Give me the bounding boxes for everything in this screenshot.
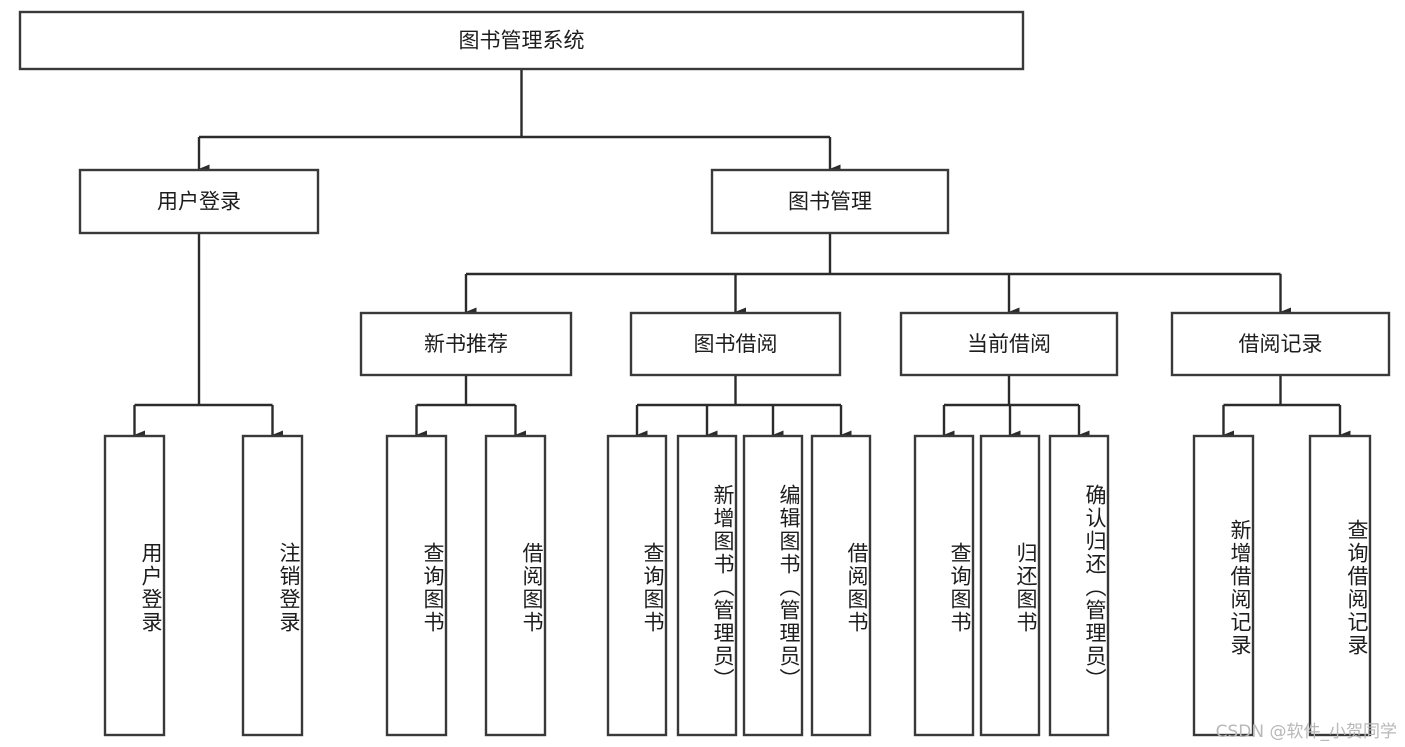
node-user-login[interactable]: 用户登录 <box>78 168 320 235</box>
node-outline <box>810 434 872 737</box>
watermark-text: CSDN @软件_小贺同学 <box>1215 722 1397 742</box>
node-outline <box>1192 434 1255 737</box>
node-outline <box>18 10 1025 71</box>
node-outline <box>676 434 738 737</box>
node-label: 图书管理 <box>788 190 872 214</box>
node-leaf-add-book[interactable] <box>676 434 738 737</box>
node-label: 新书推荐 <box>424 332 508 356</box>
node-leaf-confirm-return[interactable] <box>1048 434 1110 737</box>
node-leaf-edit-book[interactable] <box>742 434 804 737</box>
node-label: 当前借阅 <box>967 332 1051 356</box>
node-outline <box>913 434 975 737</box>
node-outline <box>484 434 547 737</box>
node-outline <box>103 434 166 737</box>
node-leaf-query-book-1[interactable] <box>385 434 448 737</box>
node-leaf-user-login[interactable] <box>103 434 166 737</box>
node-leaf-add-record[interactable] <box>1192 434 1255 737</box>
node-leaf-logout[interactable] <box>241 434 304 737</box>
node-leaf-query-book-2[interactable] <box>606 434 668 737</box>
node-book-borrow[interactable]: 图书借阅 <box>629 311 842 377</box>
node-label: 借阅记录 <box>1239 332 1323 356</box>
node-outline <box>385 434 448 737</box>
node-outline <box>606 434 668 737</box>
node-outline <box>241 434 304 737</box>
node-outline <box>1308 434 1372 737</box>
node-label: 图书管理系统 <box>459 29 585 53</box>
node-leaf-borrow-book-1[interactable] <box>484 434 547 737</box>
node-new-book-rec[interactable]: 新书推荐 <box>359 311 573 377</box>
node-root-root[interactable]: 图书管理系统 <box>18 10 1025 71</box>
node-outline <box>1170 311 1391 377</box>
node-book-manage[interactable]: 图书管理 <box>710 168 950 235</box>
node-outline <box>78 168 320 235</box>
node-label: 图书借阅 <box>694 332 778 356</box>
edges-layer <box>133 69 1351 440</box>
node-borrow-record[interactable]: 借阅记录 <box>1170 311 1391 377</box>
node-outline <box>359 311 573 377</box>
node-leaf-query-book-3[interactable] <box>913 434 975 737</box>
node-outline <box>979 434 1041 737</box>
node-current-borrow[interactable]: 当前借阅 <box>899 311 1119 377</box>
node-leaf-borrow-book-2[interactable] <box>810 434 872 737</box>
node-leaf-return-book[interactable] <box>979 434 1041 737</box>
node-outline <box>899 311 1119 377</box>
node-outline <box>1048 434 1110 737</box>
node-label: 用户登录 <box>157 190 241 214</box>
node-leaf-query-record[interactable] <box>1308 434 1372 737</box>
node-outline <box>742 434 804 737</box>
node-outline <box>710 168 950 235</box>
node-outline <box>629 311 842 377</box>
